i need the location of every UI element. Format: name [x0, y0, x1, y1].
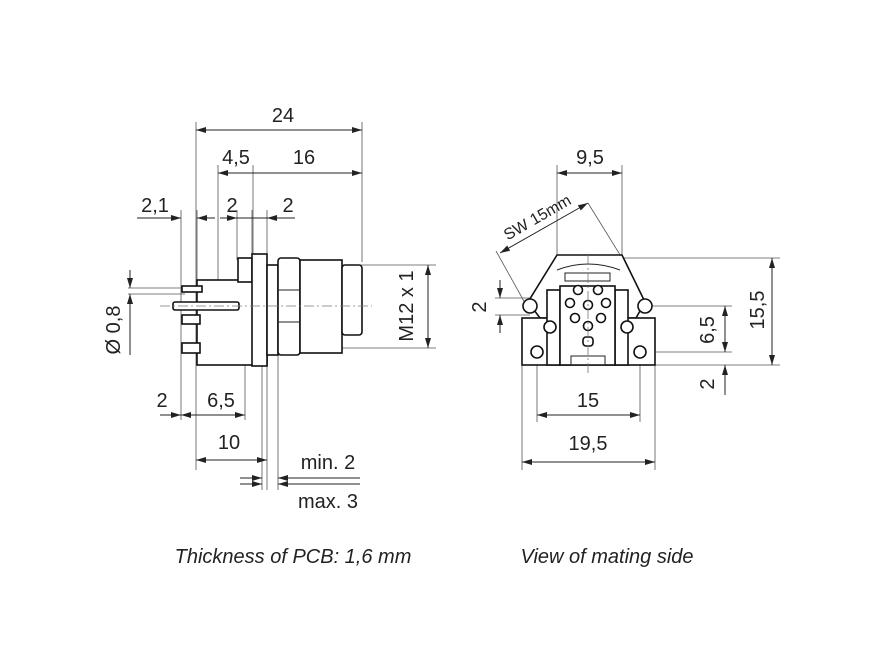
pin — [181, 342, 201, 354]
dim-total-length: 24 — [272, 105, 294, 127]
pcb-pin — [530, 345, 544, 359]
caption-pcb-thickness: Thickness of PCB: 1,6 mm — [175, 546, 412, 568]
dim-bottom-2: 2 — [697, 378, 719, 389]
flange — [251, 253, 268, 367]
contact-pin — [572, 284, 584, 296]
dim-panel-min: min. 2 — [301, 452, 355, 474]
housing-tab — [237, 257, 253, 283]
wrench-flat-right — [637, 298, 653, 314]
dim-panel-max: max. 3 — [298, 491, 358, 513]
pcb-pin — [633, 345, 647, 359]
contact-pin — [595, 312, 607, 324]
dim-thread: M12 x 1 — [396, 270, 418, 341]
dim-offset-4-5: 4,5 — [222, 147, 250, 169]
dim-gap-2a: 2 — [226, 195, 237, 217]
dim-pin-2-1: 2,1 — [141, 195, 169, 217]
dim-bottom-6-5: 6,5 — [207, 390, 235, 412]
wrench-flat-left — [522, 298, 538, 314]
contact-pin — [600, 297, 612, 309]
dim-bottom-2: 2 — [156, 390, 167, 412]
extension-lines — [495, 165, 780, 470]
connector-side-body — [160, 253, 372, 367]
front-socket — [341, 264, 363, 336]
contact-pin — [569, 312, 581, 324]
coupling-body — [299, 259, 343, 354]
pin — [181, 314, 201, 325]
mounting-hole — [620, 320, 634, 334]
dim-wrench-size: SW 15mm — [501, 192, 574, 244]
dim-length-16: 16 — [293, 147, 315, 169]
pin — [181, 285, 203, 293]
contact-pin — [592, 284, 604, 296]
contact-pin — [564, 297, 576, 309]
dim-bottom-10: 10 — [218, 432, 240, 454]
caption-mating-side: View of mating side — [520, 546, 693, 568]
dimension-lines — [127, 127, 431, 487]
connector-front-body — [521, 254, 656, 375]
dim-height-15-5: 15,5 — [747, 291, 769, 330]
dim-width-19-5: 19,5 — [569, 433, 608, 455]
dim-pin-diameter: Ø 0,8 — [103, 306, 125, 355]
side-view: 24 4,5 16 2,1 2 2 Ø 0,8 M12 x 1 2 6,5 10… — [103, 105, 436, 568]
mounting-hole — [543, 320, 557, 334]
front-view: 9,5 SW 15mm 2 15,5 6,5 2 15 19,5 View of… — [469, 147, 780, 568]
dim-width-15: 15 — [577, 390, 599, 412]
contact-pins — [564, 284, 612, 332]
dim-height-6-5: 6,5 — [697, 316, 719, 344]
dim-width-9-5: 9,5 — [576, 147, 604, 169]
dimension-lines — [497, 170, 775, 465]
dim-gap-2b: 2 — [282, 195, 293, 217]
dim-left-2: 2 — [469, 301, 491, 312]
hex-nut — [277, 257, 301, 356]
panel-gap — [266, 264, 279, 356]
coding-slot — [564, 272, 611, 282]
